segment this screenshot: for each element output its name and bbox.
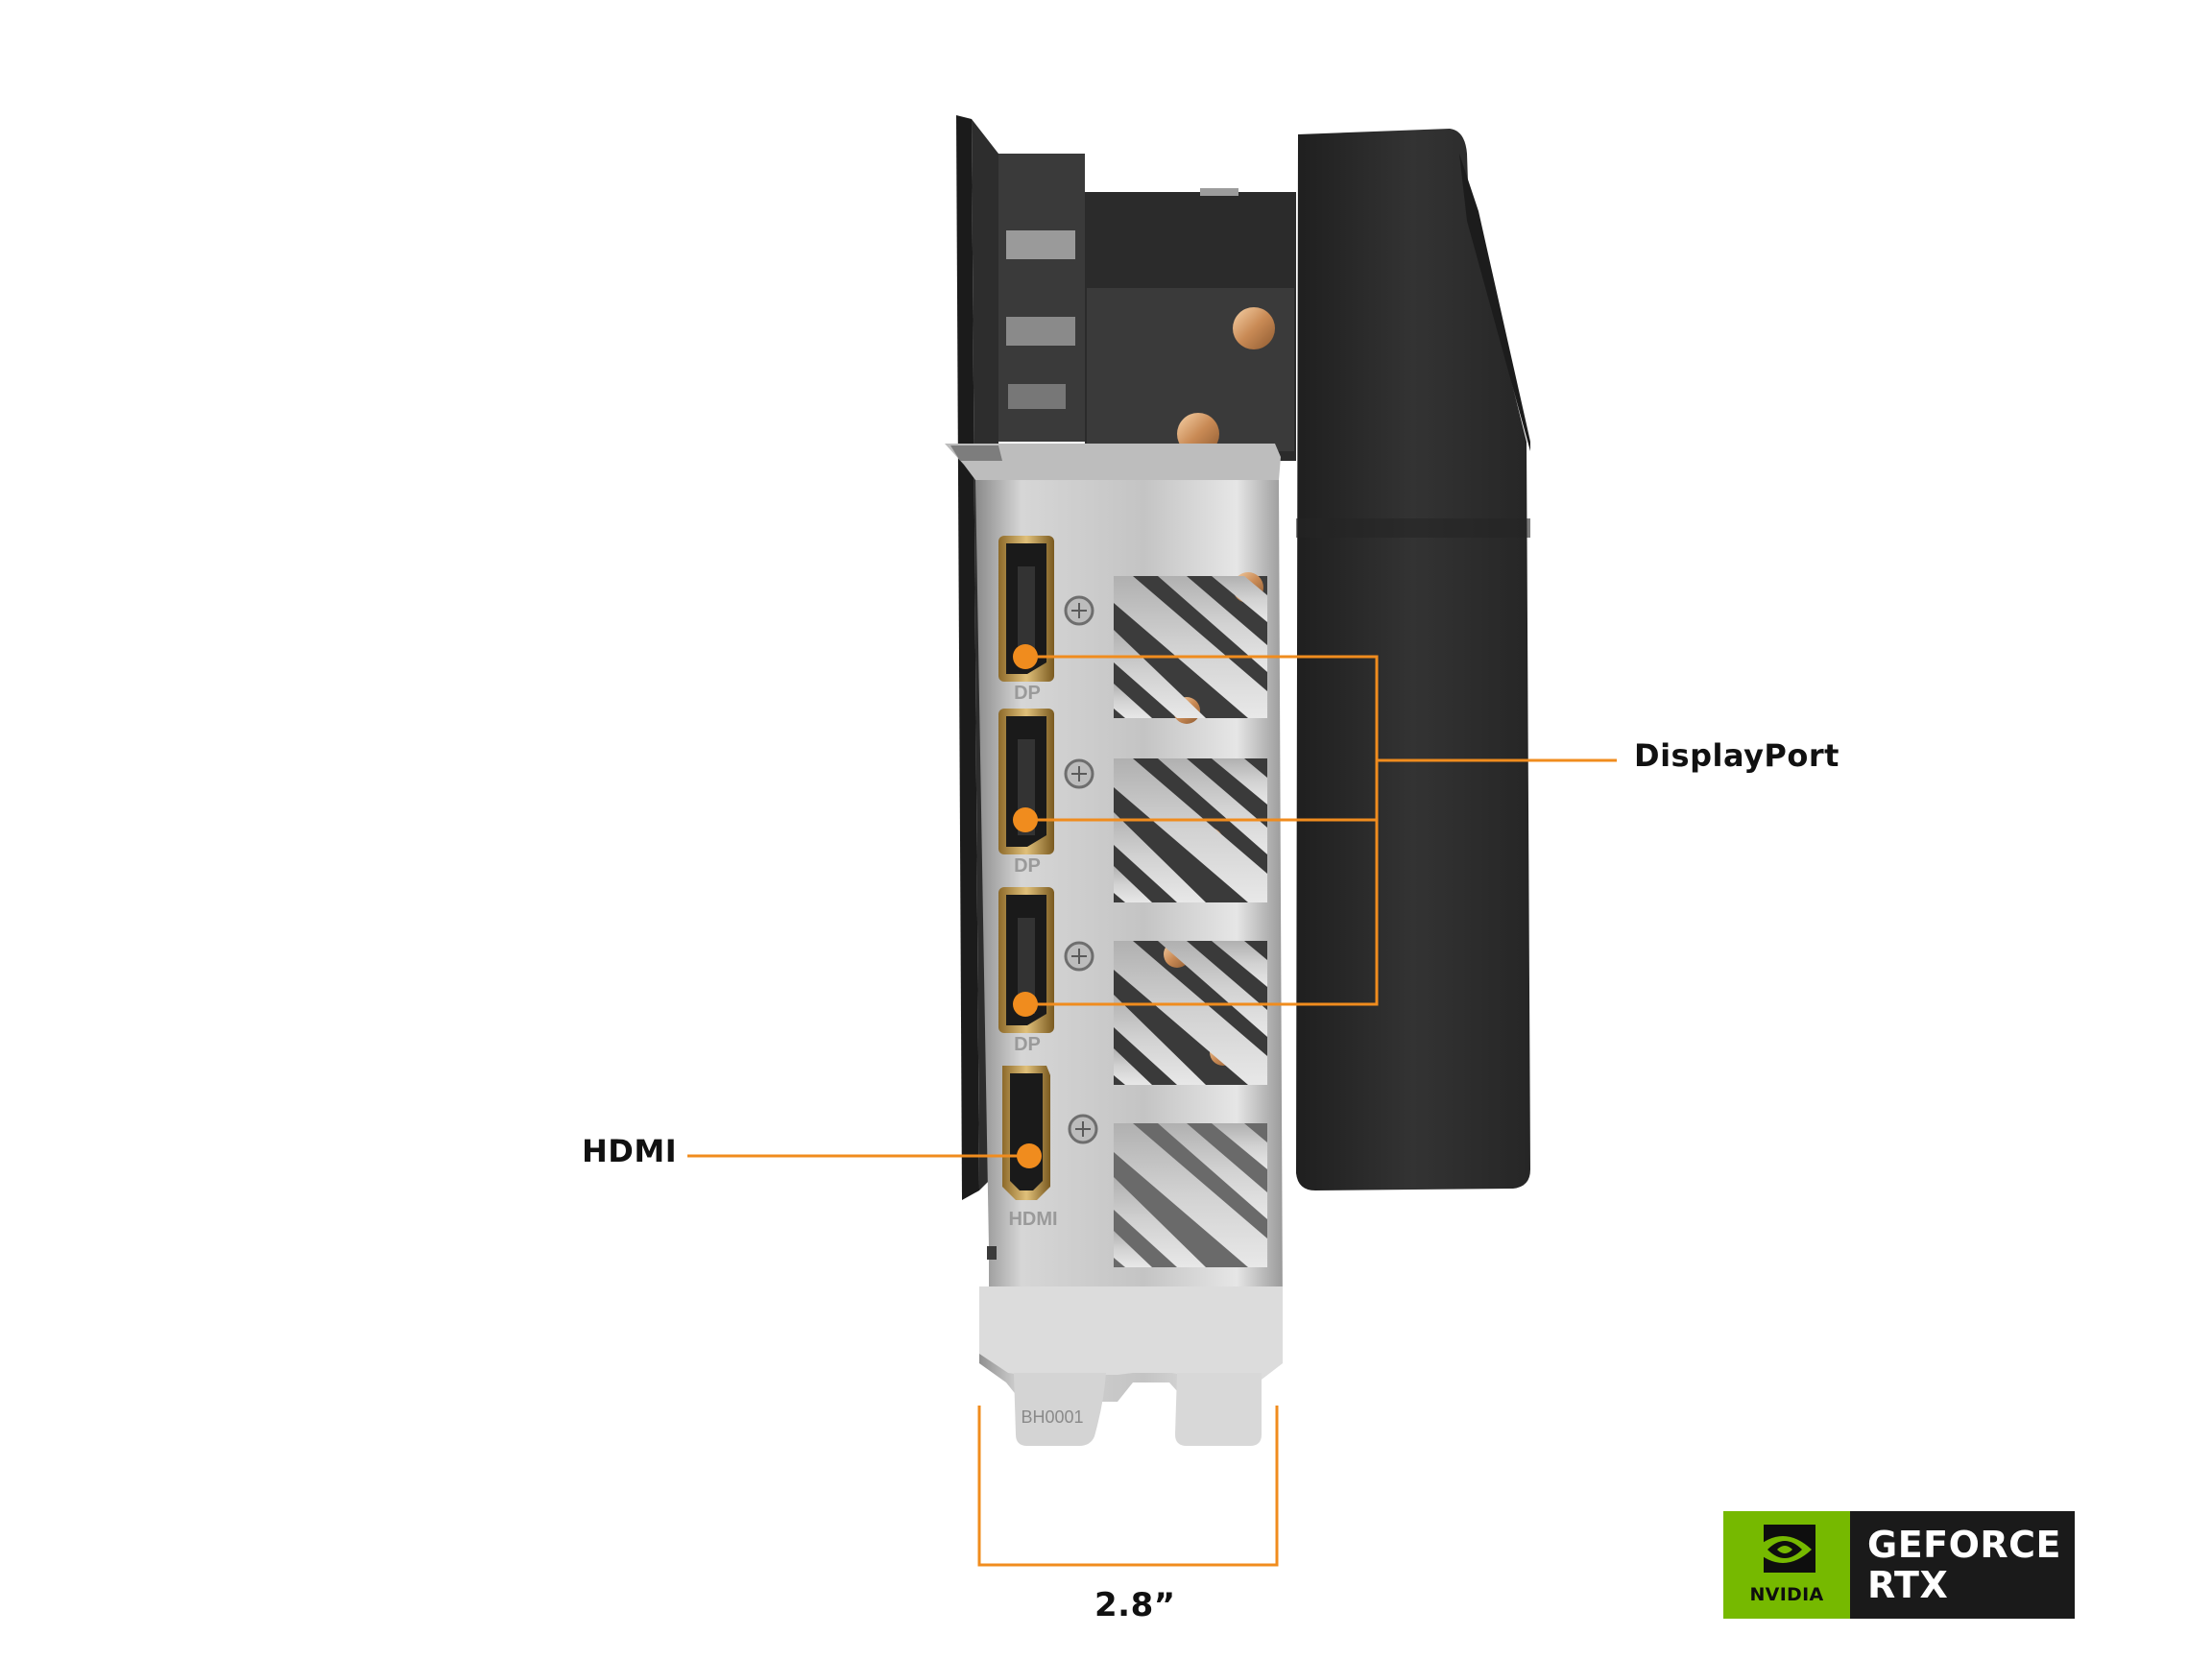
badge-line-geforce: GEFORCE — [1867, 1524, 2062, 1566]
port-label-dp: DP — [1014, 1034, 1041, 1055]
port-label-hdmi: HDMI — [1008, 1209, 1057, 1230]
port-label-dp: DP — [1014, 855, 1041, 877]
callout-dot-dp1 — [1013, 644, 1038, 669]
width-dimension-label: 2.8” — [1094, 1586, 1176, 1624]
port-label-dp: DP — [1014, 683, 1041, 704]
backplate-edge — [956, 115, 979, 1200]
callout-dot-hdmi — [1017, 1143, 1042, 1168]
hdmi-label: HDMI — [582, 1133, 678, 1169]
callout-dot-dp3 — [1013, 992, 1038, 1017]
io-bracket: BH0001 — [945, 444, 1283, 1446]
displayport-connector — [998, 887, 1054, 1033]
bracket-part-code: BH0001 — [1021, 1407, 1083, 1427]
geforce-rtx-badge: NVIDIA GEFORCE RTX — [1723, 1511, 2075, 1619]
callout-dots — [1013, 644, 1042, 1168]
nvidia-logo-panel: NVIDIA — [1723, 1511, 1850, 1619]
bracket-screws — [1064, 595, 1098, 1144]
cooler-shroud — [1296, 129, 1530, 1190]
graphics-card-body — [956, 115, 1530, 1200]
hdmi-connector — [1002, 1066, 1050, 1200]
displayport-label: DisplayPort — [1634, 737, 1839, 774]
geforce-rtx-text-panel: GEFORCE RTX — [1850, 1511, 2075, 1619]
nvidia-eye-icon — [1754, 1525, 1815, 1573]
bracket-finger-left — [1014, 1373, 1106, 1446]
displayport-connector — [998, 709, 1054, 854]
callout-dot-dp2 — [1013, 807, 1038, 832]
displayport-connector — [998, 536, 1054, 682]
badge-line-rtx: RTX — [1867, 1564, 1949, 1606]
callout-lines — [687, 655, 1617, 1567]
heatpipe-end — [1233, 307, 1275, 349]
nvidia-wordmark: NVIDIA — [1749, 1584, 1824, 1605]
vent-slots — [1114, 572, 1267, 1267]
bracket-tab — [979, 1286, 1283, 1382]
bracket-finger-right — [1175, 1373, 1262, 1446]
